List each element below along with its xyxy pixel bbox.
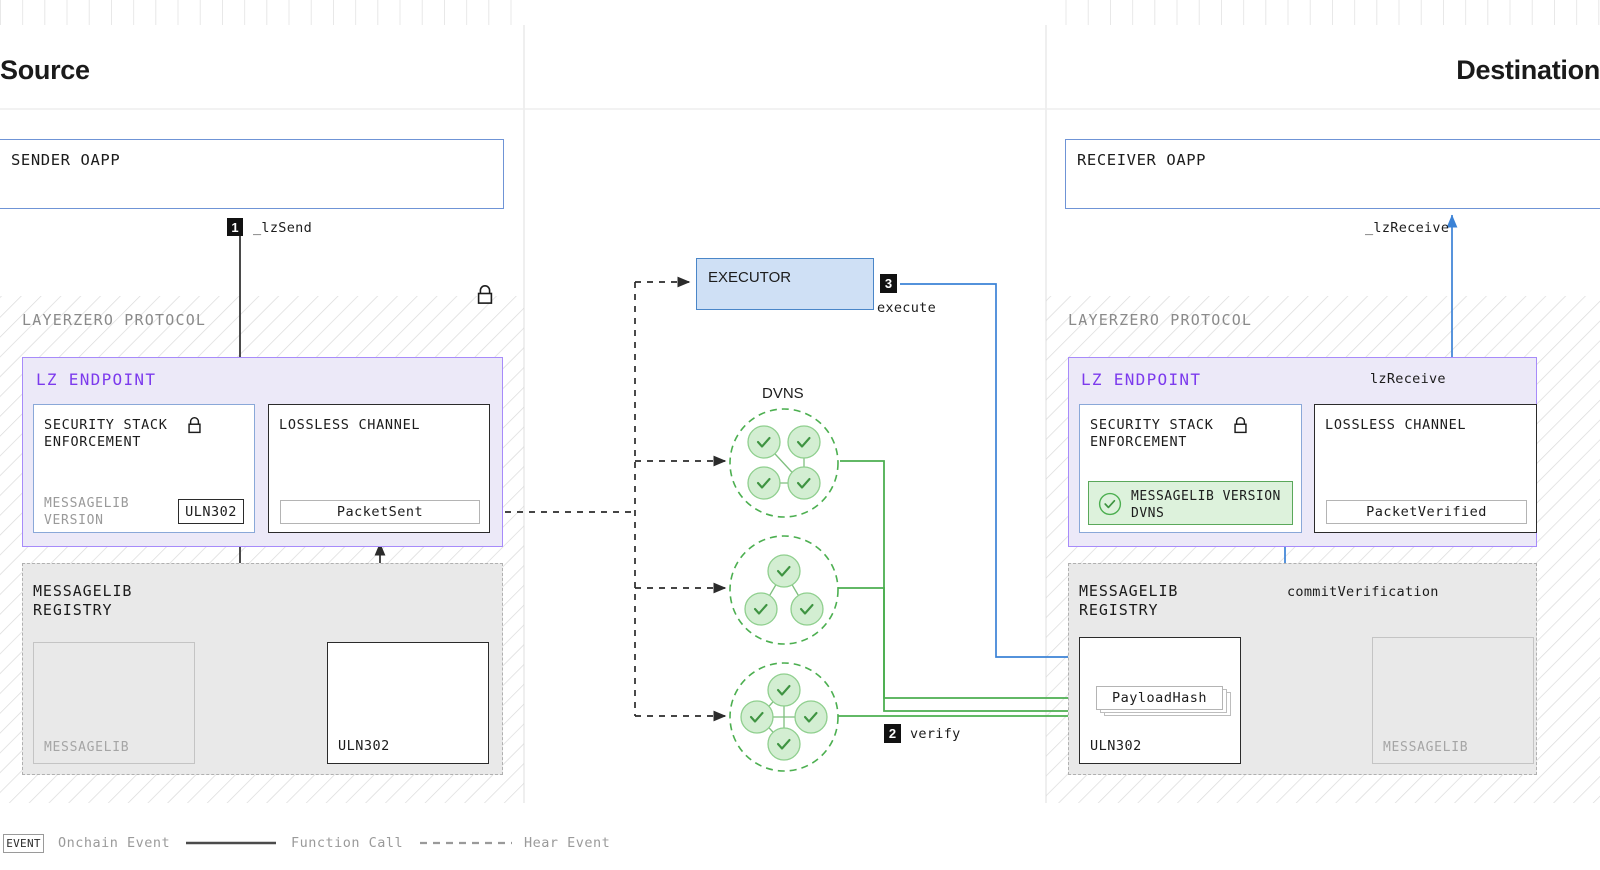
source-uln302-card[interactable]: ULN302 bbox=[327, 642, 489, 764]
source-lz-endpoint-label: LZ ENDPOINT bbox=[36, 370, 157, 389]
lock-icon bbox=[188, 416, 201, 434]
lz-receive-app-label: _lzReceive bbox=[1365, 220, 1450, 236]
receiver-oapp-label: RECEIVER OAPP bbox=[1077, 151, 1207, 169]
dest-protocol-label: LAYERZERO PROTOCOL bbox=[1068, 311, 1253, 329]
sender-oapp-label: SENDER OAPP bbox=[11, 151, 121, 169]
source-uln302-card-label: ULN302 bbox=[338, 738, 390, 754]
payload-hash-chip[interactable]: PayloadHash bbox=[1096, 686, 1223, 710]
dest-registry-title-line1: MESSAGELIB bbox=[1079, 582, 1179, 600]
source-security-stack-title-line2: ENFORCEMENT bbox=[44, 434, 142, 450]
step-2-badge: 2 bbox=[884, 724, 901, 743]
source-registry-title-line1: MESSAGELIB bbox=[33, 582, 133, 600]
source-messagelib-version-line2: VERSION bbox=[44, 513, 104, 528]
step-2-label: verify bbox=[910, 726, 961, 742]
source-section-title: Source bbox=[0, 55, 90, 85]
source-messagelib-version-line1: MESSAGELIB bbox=[44, 496, 130, 511]
dest-lz-endpoint-label: LZ ENDPOINT bbox=[1081, 370, 1202, 389]
dest-green-line2: DVNS bbox=[1131, 506, 1165, 521]
source-lossless-channel-title: LOSSLESS CHANNEL bbox=[279, 417, 421, 433]
dvns-label: DVNS bbox=[762, 385, 804, 402]
flow-verify-dvn2 bbox=[838, 587, 1091, 717]
step-3-badge: 3 bbox=[880, 274, 897, 293]
top-bar-pattern-left bbox=[0, 0, 524, 25]
commit-verification-label: commitVerification bbox=[1287, 584, 1439, 600]
dvn-group-3[interactable] bbox=[727, 660, 841, 774]
legend-hear-event-text: Hear Event bbox=[524, 835, 611, 851]
source-registry-title-line2: REGISTRY bbox=[33, 601, 113, 619]
dvn-group-2[interactable] bbox=[727, 533, 841, 647]
lz-receive-endpoint-label: lzReceive bbox=[1370, 371, 1446, 387]
check-circle-icon bbox=[1098, 492, 1122, 516]
step-3-label: execute bbox=[877, 300, 936, 316]
dvn-group-1[interactable] bbox=[727, 406, 841, 520]
step-1-badge: 1 bbox=[227, 218, 243, 236]
legend-onchain-event-text: Onchain Event bbox=[58, 835, 171, 851]
receiver-oapp-box[interactable]: RECEIVER OAPP bbox=[1065, 139, 1600, 209]
legend-function-call-text: Function Call bbox=[291, 835, 404, 851]
source-registry-slot[interactable]: MESSAGELIB bbox=[33, 642, 195, 764]
step-1-label: _lzSend bbox=[253, 220, 312, 236]
lock-icon bbox=[477, 285, 493, 304]
destination-section-title: Destination bbox=[1456, 55, 1600, 85]
dest-lossless-channel-box[interactable]: LOSSLESS CHANNEL PacketVerified bbox=[1314, 404, 1537, 533]
sender-oapp-box[interactable]: SENDER OAPP bbox=[0, 139, 504, 304]
dest-green-line1: MESSAGELIB VERSION bbox=[1131, 489, 1281, 504]
source-security-stack-title-line1: SECURITY STACK bbox=[44, 417, 168, 433]
executor-box[interactable]: EXECUTOR bbox=[696, 258, 874, 310]
top-bar-pattern-right bbox=[1046, 0, 1600, 25]
source-uln302-chip[interactable]: ULN302 bbox=[178, 499, 244, 524]
dest-messagelib-version-dvns-card[interactable]: MESSAGELIB VERSION DVNS bbox=[1088, 481, 1293, 525]
dest-uln302-card-label: ULN302 bbox=[1090, 738, 1142, 754]
source-protocol-label: LAYERZERO PROTOCOL bbox=[22, 311, 207, 329]
lock-icon bbox=[1234, 416, 1247, 434]
dest-lossless-channel-title: LOSSLESS CHANNEL bbox=[1325, 417, 1467, 433]
executor-label: EXECUTOR bbox=[708, 269, 792, 286]
dest-security-stack-title-line2: ENFORCEMENT bbox=[1090, 434, 1188, 450]
dest-registry-title-line2: REGISTRY bbox=[1079, 601, 1159, 619]
flow-verify-dvn1 bbox=[840, 460, 1091, 704]
dest-security-stack-title-line1: SECURITY STACK bbox=[1090, 417, 1214, 433]
dest-registry-slot[interactable]: MESSAGELIB bbox=[1372, 637, 1534, 764]
source-registry-slot-label: MESSAGELIB bbox=[44, 740, 130, 755]
source-lossless-channel-box[interactable]: LOSSLESS CHANNEL PacketSent bbox=[268, 404, 490, 533]
packet-sent-event-chip[interactable]: PacketSent bbox=[280, 500, 480, 524]
packet-verified-event-chip[interactable]: PacketVerified bbox=[1326, 500, 1527, 524]
dest-registry-slot-label: MESSAGELIB bbox=[1383, 740, 1469, 755]
legend-event-chip: EVENT bbox=[3, 834, 44, 853]
